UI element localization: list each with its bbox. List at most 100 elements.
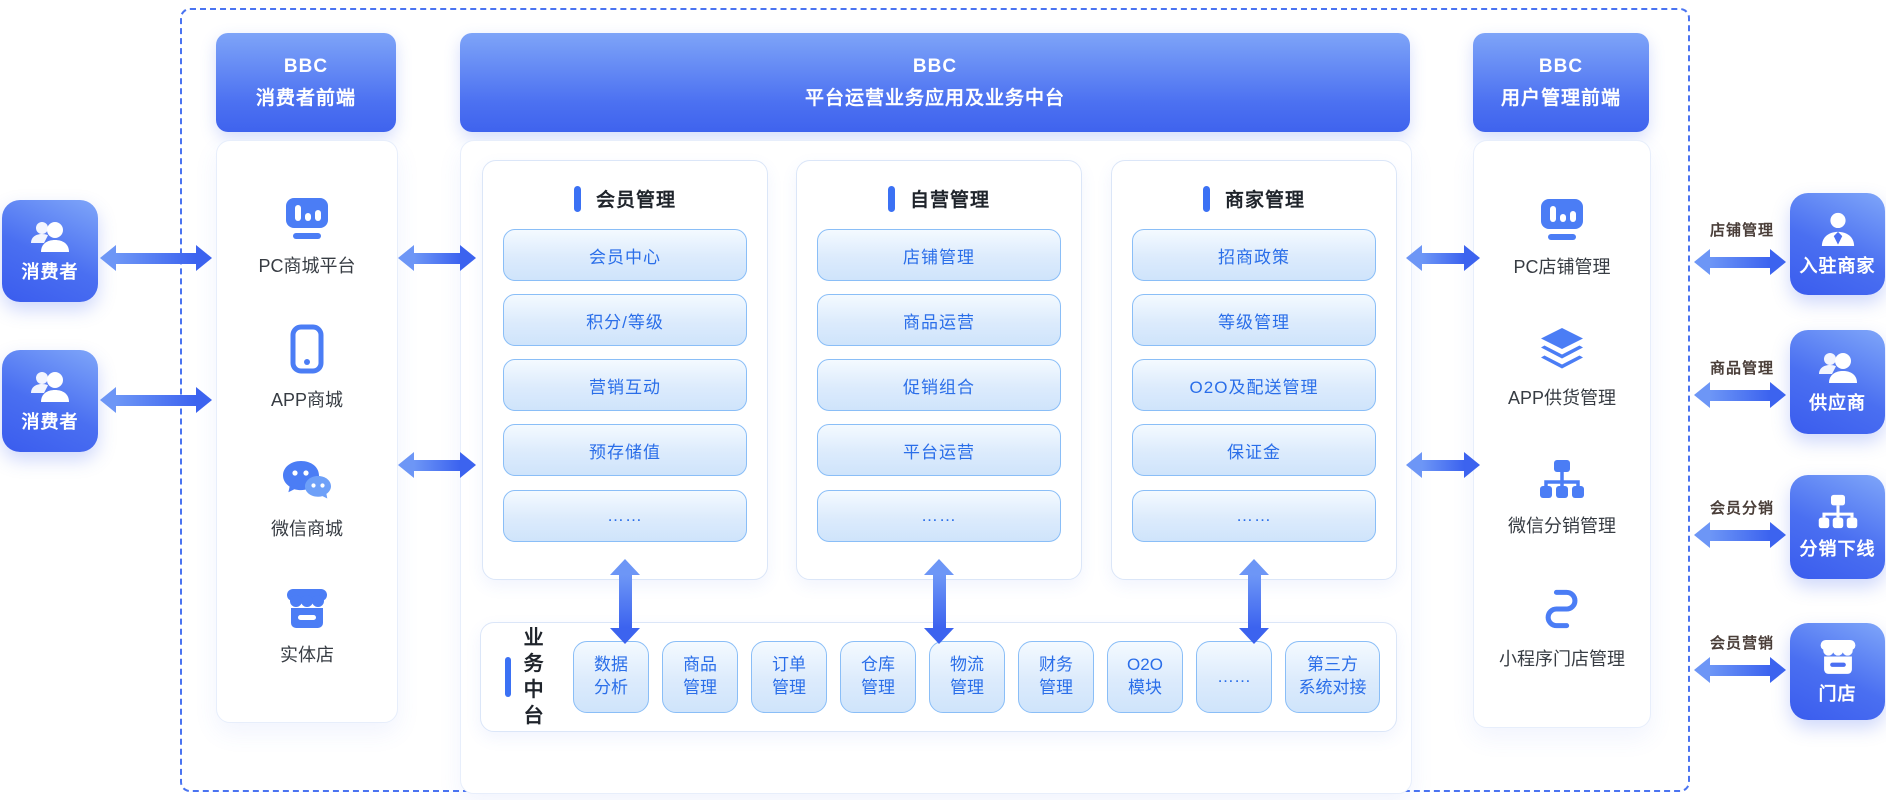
arrow-head-left bbox=[1406, 245, 1422, 271]
arrow-frontend-center-1 bbox=[398, 244, 476, 272]
arrow-head-left bbox=[1694, 382, 1710, 408]
arrow-head-up bbox=[1239, 559, 1269, 575]
merchant-box: 入驻商家 bbox=[1790, 193, 1885, 295]
store-icon bbox=[1820, 639, 1855, 674]
header-line1: BBC bbox=[283, 56, 329, 78]
header-line2: 用户管理前端 bbox=[1500, 87, 1621, 109]
arrow-label-shop-management: 店铺管理 bbox=[1709, 222, 1774, 239]
arrow-head-right bbox=[196, 245, 212, 271]
biz-module-data-analysis: 数据 分析 bbox=[573, 641, 649, 713]
users-icon bbox=[31, 371, 69, 402]
module-pill: 招商政策 bbox=[1132, 229, 1376, 281]
consumer-box-2: 消费者 bbox=[2, 350, 98, 452]
actor-label: 分销下线 bbox=[1799, 539, 1876, 559]
title-tick bbox=[573, 185, 581, 212]
card-title-row: 自营管理 bbox=[797, 185, 1081, 212]
hierarchy-icon bbox=[1818, 494, 1857, 529]
arrow-center-backend-2 bbox=[1406, 451, 1480, 479]
arrow-label-member-distribution: 会员分销 bbox=[1709, 500, 1774, 517]
arrow-head-down bbox=[924, 628, 954, 644]
module-pill: 促销组合 bbox=[817, 359, 1061, 411]
arrow-consumer1-frontend bbox=[100, 244, 212, 272]
title-tick bbox=[1202, 185, 1210, 212]
arrow-head-left bbox=[100, 245, 116, 271]
module-pill: 保证金 bbox=[1132, 424, 1376, 476]
business-platform-title: 业务 中台 bbox=[505, 625, 557, 729]
header-line2: 平台运营业务应用及业务中台 bbox=[804, 87, 1065, 109]
arrow-head-right bbox=[1770, 382, 1786, 408]
arrow-head-right bbox=[1770, 657, 1786, 683]
pc-monitor-icon bbox=[285, 197, 328, 239]
module-pill: 商品运营 bbox=[817, 294, 1061, 346]
card-title: 会员管理 bbox=[595, 190, 676, 211]
hierarchy-icon bbox=[1540, 459, 1584, 498]
consumer-frontend-panel: PC商城平台 APP商城 微信商城 实体 bbox=[216, 140, 398, 723]
arrow-head-left bbox=[1406, 452, 1422, 478]
arrow-head-right bbox=[1770, 522, 1786, 548]
card-title: 自营管理 bbox=[909, 190, 990, 211]
module-pill-more: …… bbox=[817, 490, 1061, 542]
arrow-head-left bbox=[398, 245, 414, 271]
arrow-consumer2-frontend bbox=[100, 386, 212, 414]
tool-app-supply-management: APP供货管理 bbox=[1508, 326, 1616, 410]
arrow-card1-bizplatform bbox=[610, 559, 640, 644]
wechat-icon bbox=[283, 460, 331, 499]
channel-label: 实体店 bbox=[280, 645, 334, 666]
distributor-box: 分销下线 bbox=[1790, 475, 1885, 579]
module-pill: 会员中心 bbox=[503, 229, 747, 281]
module-pill: 预存储值 bbox=[503, 424, 747, 476]
card-member-management: 会员管理 会员中心 积分/等级 营销互动 预存储值 …… bbox=[482, 160, 768, 580]
channel-label: 微信商城 bbox=[271, 518, 343, 539]
biz-module-warehouse: 仓库 管理 bbox=[840, 641, 916, 713]
arrow-label-product-management: 商品管理 bbox=[1709, 360, 1774, 377]
channel-wechat-mall: 微信商城 bbox=[271, 459, 343, 541]
card-title-row: 会员管理 bbox=[483, 185, 767, 212]
arrow-backend-supplier bbox=[1694, 381, 1786, 409]
pill-list: 店铺管理 商品运营 促销组合 平台运营 …… bbox=[797, 212, 1081, 542]
actor-label: 门店 bbox=[1818, 683, 1857, 704]
arrow-card2-bizplatform bbox=[924, 559, 954, 644]
card-self-operated-management: 自营管理 店铺管理 商品运营 促销组合 平台运营 …… bbox=[796, 160, 1082, 580]
user-management-frontend-panel: PC店铺管理 APP供货管理 微信分销管理 小程序门店管理 bbox=[1473, 140, 1651, 728]
biz-module-order: 订单 管理 bbox=[751, 641, 827, 713]
title-tick bbox=[887, 185, 895, 212]
tool-label: 小程序门店管理 bbox=[1499, 649, 1625, 670]
module-pill: 积分/等级 bbox=[503, 294, 747, 346]
module-pill: 平台运营 bbox=[817, 424, 1061, 476]
users-icon bbox=[31, 221, 69, 252]
biz-module-logistics: 物流 管理 bbox=[929, 641, 1005, 713]
header-line1: BBC bbox=[1538, 56, 1584, 78]
phone-icon bbox=[290, 324, 324, 374]
merchant-icon bbox=[1821, 212, 1854, 246]
arrow-head-right bbox=[1770, 249, 1786, 275]
pc-monitor-icon bbox=[1540, 198, 1583, 240]
actor-label: 入驻商家 bbox=[1799, 255, 1876, 276]
arrow-backend-merchant bbox=[1694, 248, 1786, 276]
tool-label: APP供货管理 bbox=[1507, 388, 1617, 409]
module-pill: O2O及配送管理 bbox=[1132, 359, 1376, 411]
arrow-head-left bbox=[1694, 522, 1710, 548]
tool-label: PC店铺管理 bbox=[1513, 256, 1611, 277]
biz-module-thirdparty: 第三方 系统对接 bbox=[1285, 641, 1380, 713]
tool-label: 微信分销管理 bbox=[1508, 515, 1616, 536]
store-icon bbox=[287, 589, 327, 629]
arrow-head-right bbox=[460, 245, 476, 271]
tool-miniprogram-store-management: 小程序门店管理 bbox=[1499, 585, 1625, 671]
arrow-head-up bbox=[610, 559, 640, 575]
arrow-head-right bbox=[1464, 452, 1480, 478]
module-pill: 店铺管理 bbox=[817, 229, 1061, 281]
arrow-head-up bbox=[924, 559, 954, 575]
arrow-head-left bbox=[1694, 249, 1710, 275]
tool-wechat-distribution-management: 微信分销管理 bbox=[1508, 458, 1616, 538]
store-box: 门店 bbox=[1790, 623, 1885, 720]
center-platform-header: BBC 平台运营业务应用及业务中台 bbox=[460, 33, 1410, 132]
arrow-center-backend-1 bbox=[1406, 244, 1480, 272]
biz-title-line2: 中台 bbox=[523, 679, 545, 727]
arrow-label-member-marketing: 会员营销 bbox=[1709, 635, 1774, 652]
arrow-head-down bbox=[610, 628, 640, 644]
arrow-backend-distributor bbox=[1694, 521, 1786, 549]
channel-physical-store: 实体店 bbox=[280, 587, 334, 667]
header-line1: BBC bbox=[912, 56, 958, 78]
card-merchant-management: 商家管理 招商政策 等级管理 O2O及配送管理 保证金 …… bbox=[1111, 160, 1397, 580]
